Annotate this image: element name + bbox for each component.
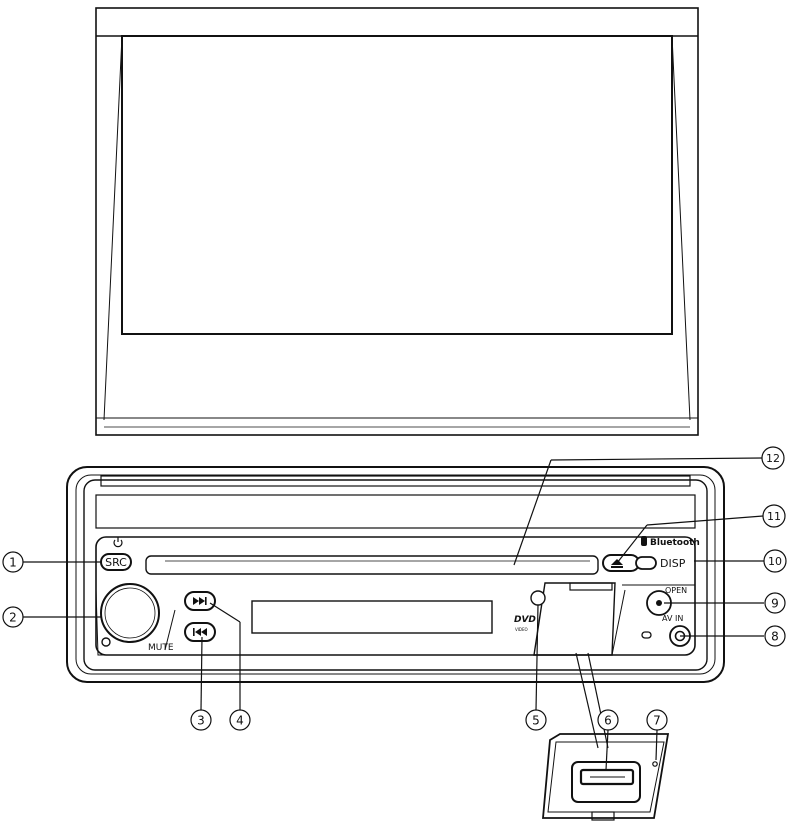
disp-label: DISP — [660, 557, 686, 570]
svg-text:4: 4 — [236, 714, 244, 728]
head-unit — [66, 466, 725, 683]
callout-2: 2 — [2, 606, 24, 628]
callout-9: 9 — [764, 592, 786, 614]
callout-6: 6 — [597, 709, 619, 731]
svg-text:10: 10 — [768, 555, 782, 568]
next-track-icon — [193, 597, 207, 605]
callout-4: 4 — [229, 709, 251, 731]
callouts: 1 2 3 4 5 6 7 8 9 10 11 12 — [2, 446, 787, 731]
dvd-logo: DVD VIDEO — [514, 615, 536, 632]
monitor-housing — [95, 7, 699, 436]
disp-button[interactable]: DISP — [656, 556, 694, 571]
open-button-dot — [656, 600, 662, 606]
leader-lines — [23, 457, 764, 771]
display-window — [251, 600, 493, 634]
previous-track-icon — [193, 628, 207, 636]
callout-1: 1 — [2, 551, 24, 573]
callout-3: 3 — [190, 709, 212, 731]
svg-text:6: 6 — [604, 714, 612, 728]
previous-button[interactable] — [184, 622, 216, 642]
callout-12: 12 — [761, 446, 785, 470]
usb-led — [652, 761, 658, 767]
src-button[interactable]: SRC — [100, 553, 132, 571]
ir-sensor — [530, 590, 546, 606]
svg-text:8: 8 — [771, 630, 779, 644]
svg-text:11: 11 — [767, 510, 781, 523]
av-input-icon — [641, 631, 652, 639]
disc-slot — [145, 555, 599, 575]
svg-text:1: 1 — [9, 556, 17, 570]
eject-icon — [611, 559, 623, 568]
callout-5: 5 — [525, 709, 547, 731]
outer-bezel — [66, 466, 725, 683]
next-button[interactable] — [184, 591, 216, 611]
monitor-screen — [121, 35, 673, 335]
open-label: OPEN — [665, 586, 687, 595]
svg-text:9: 9 — [771, 597, 779, 611]
src-label: SRC — [105, 556, 127, 569]
volume-knob[interactable] — [100, 583, 160, 643]
svg-text:2: 2 — [9, 611, 17, 625]
usb-inset — [542, 652, 670, 821]
callout-7: 7 — [646, 709, 668, 731]
av-in-label: AV IN — [662, 614, 683, 623]
mute-label: MUTE — [148, 643, 174, 653]
svg-text:7: 7 — [653, 714, 661, 728]
svg-text:VIDEO: VIDEO — [515, 627, 528, 632]
usb-inset-frame — [542, 733, 670, 819]
callout-11: 11 — [762, 504, 786, 528]
svg-text:DVD: DVD — [514, 615, 536, 625]
monitor — [95, 7, 699, 436]
bluetooth-call-button[interactable] — [635, 556, 657, 570]
svg-text:5: 5 — [532, 714, 540, 728]
power-icon — [113, 537, 123, 548]
bluetooth-badge: Bluetooth — [641, 536, 700, 548]
callout-8: 8 — [764, 625, 786, 647]
svg-text:3: 3 — [197, 714, 205, 728]
svg-text:Bluetooth: Bluetooth — [650, 538, 700, 548]
svg-text:12: 12 — [766, 452, 780, 465]
callout-10: 10 — [763, 549, 787, 573]
reset-hole[interactable] — [101, 637, 111, 647]
